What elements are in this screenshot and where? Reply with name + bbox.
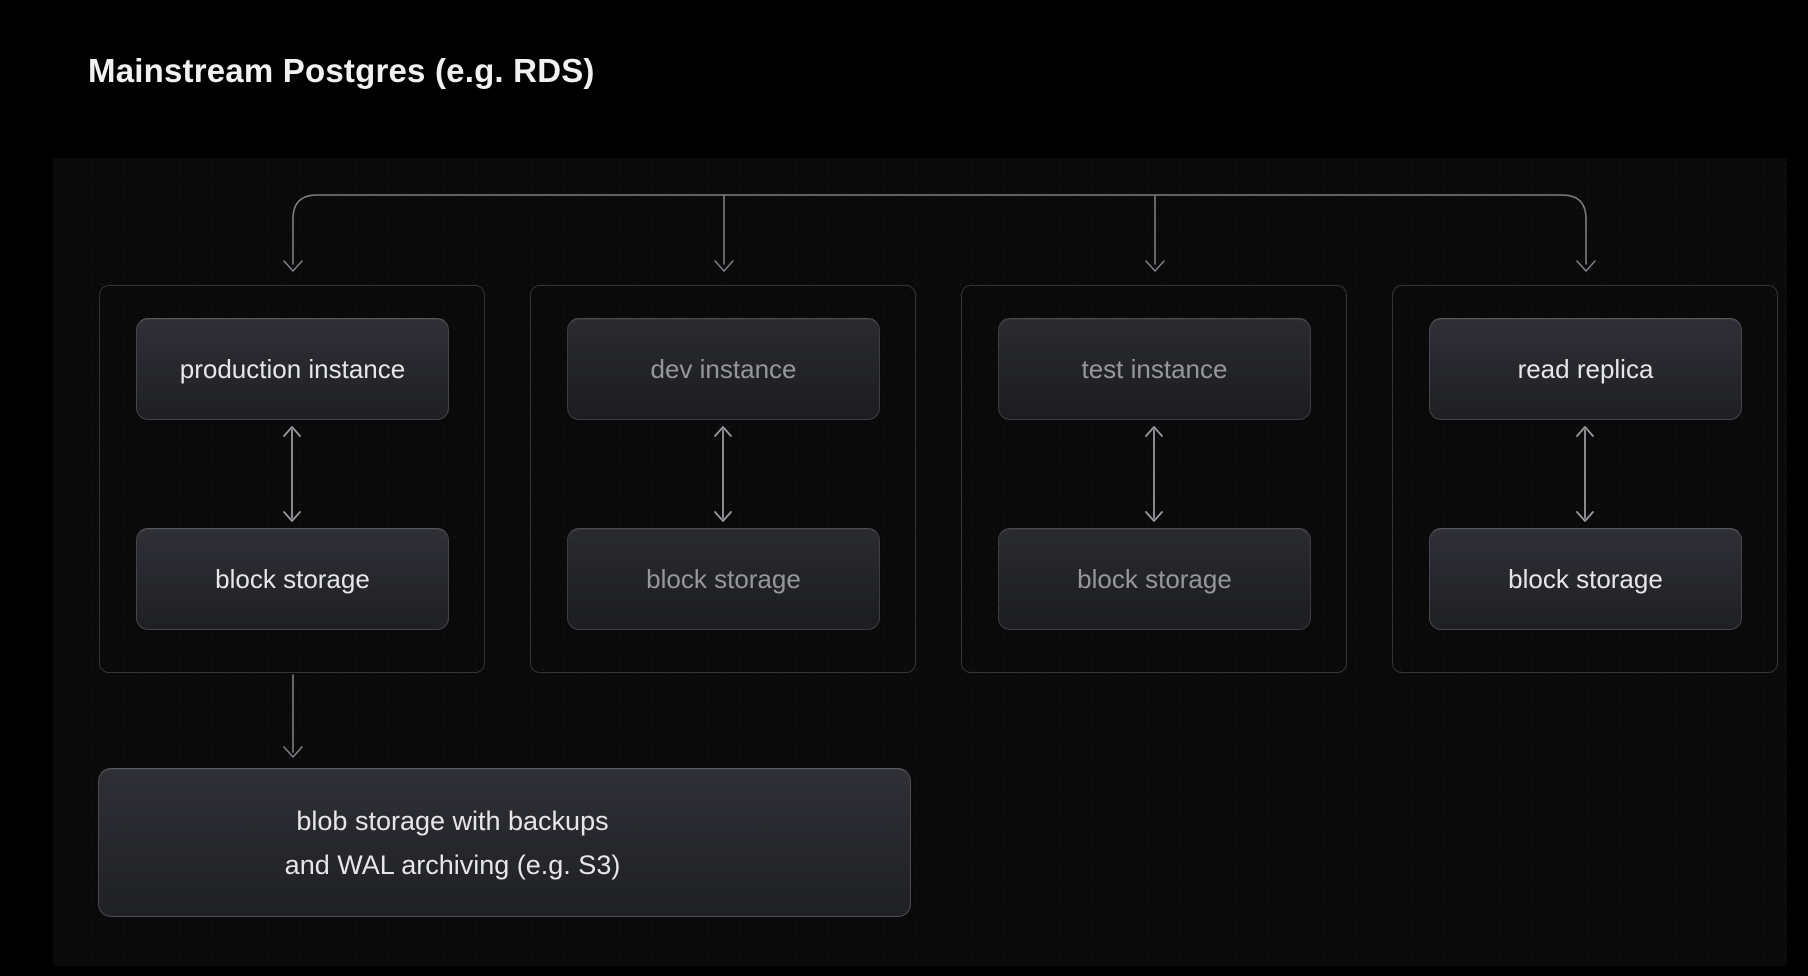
node-read-replica: read replica (1429, 318, 1742, 420)
node-test-block-storage: block storage (998, 528, 1311, 630)
tree-connector (283, 194, 1596, 272)
group-production: production instance block storage (99, 285, 485, 673)
double-arrow-icon (283, 426, 1594, 522)
connector-lines (283, 194, 1596, 758)
node-test-instance: test instance (998, 318, 1311, 420)
node-blob-storage: blob storage with backups and WAL archiv… (98, 768, 911, 917)
arrow-head-icon (283, 260, 303, 272)
node-dev-instance: dev instance (567, 318, 880, 420)
node-production-instance: production instance (136, 318, 449, 420)
node-production-block-storage: block storage (136, 528, 449, 630)
group-dev: dev instance block storage (530, 285, 916, 673)
arrow-head-icon (283, 746, 303, 758)
blob-storage-line2: and WAL archiving (e.g. S3) (284, 849, 621, 880)
diagram-panel: production instance block storage dev in… (53, 158, 1787, 966)
node-replica-block-storage: block storage (1429, 528, 1742, 630)
group-read-replica: read replica block storage (1392, 285, 1778, 673)
node-dev-block-storage: block storage (567, 528, 880, 630)
group-test: test instance block storage (961, 285, 1347, 673)
blob-storage-line1: blob storage with backups (296, 805, 609, 836)
page-title: Mainstream Postgres (e.g. RDS) (88, 52, 595, 89)
arrow-head-icon (1576, 260, 1596, 272)
arrow-head-icon (714, 260, 734, 272)
arrow-head-icon (1145, 260, 1165, 272)
production-to-blob-arrow (283, 674, 303, 758)
